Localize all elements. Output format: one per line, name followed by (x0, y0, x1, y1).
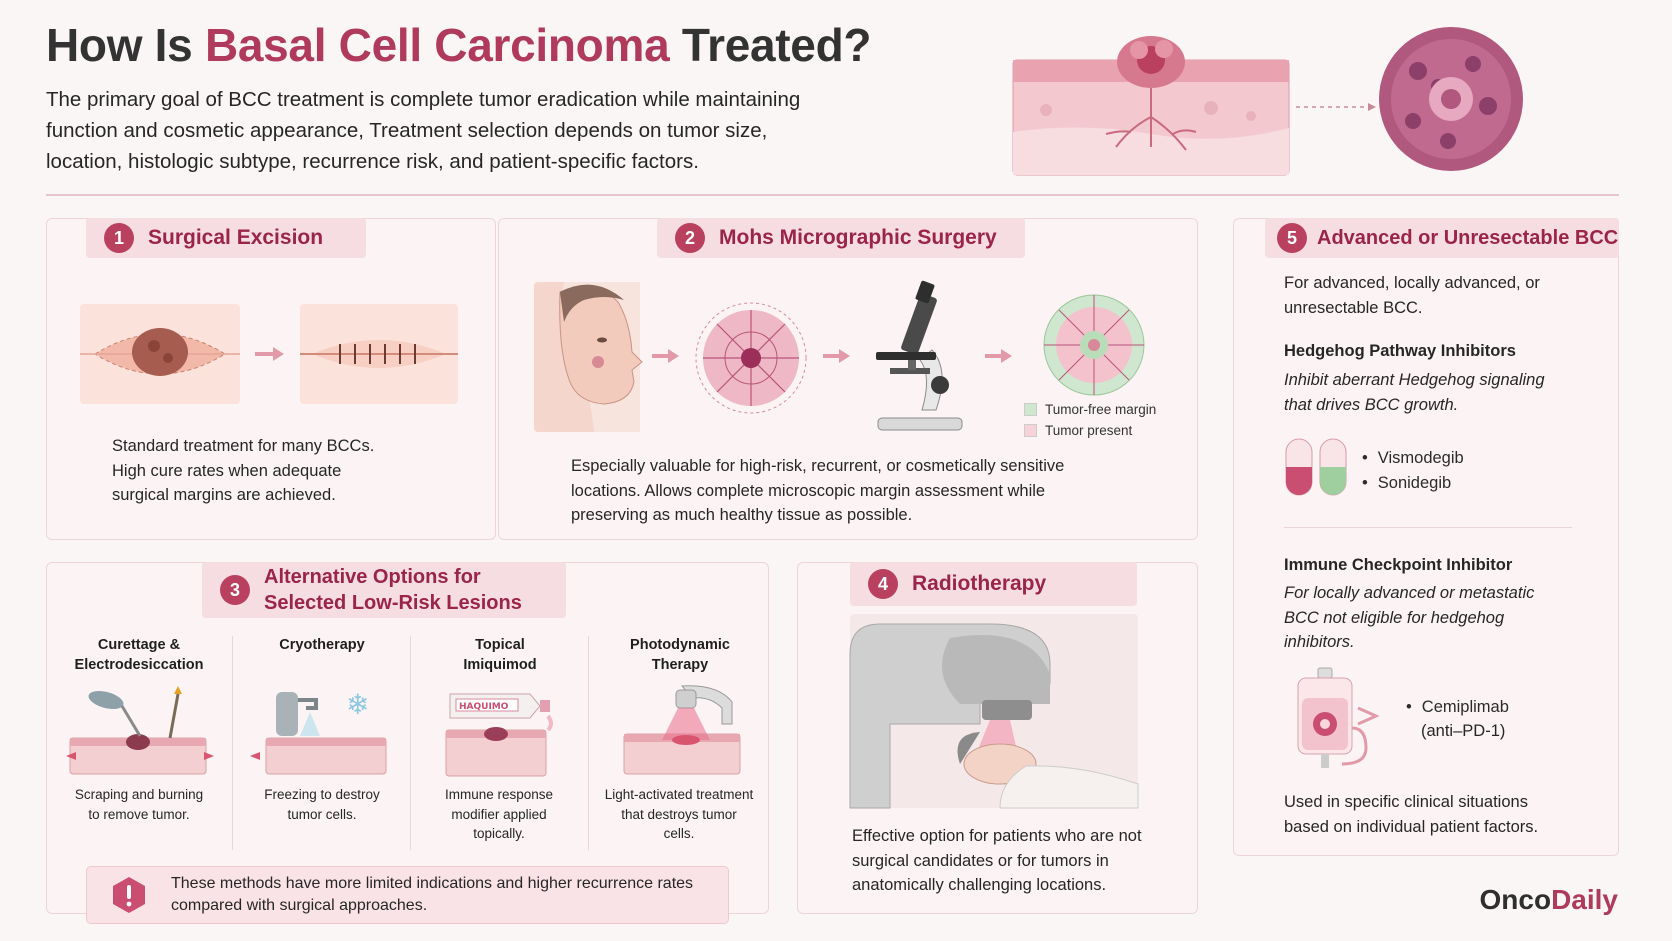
option-title: Curettage &Electrodesiccation (74, 637, 204, 673)
advanced-divider (1284, 527, 1572, 528)
hedgehog-description: Inhibit aberrant Hedgehog signaling that… (1284, 371, 1545, 414)
warning-icon (113, 877, 145, 913)
hedgehog-drug-list: Vismodegib Sonidegib (1362, 446, 1464, 495)
legend-swatch-pink (1024, 424, 1037, 437)
step-badge: 3 (220, 575, 250, 605)
step-badge: 1 (104, 223, 134, 253)
mohs-description: Especially valuable for high-risk, recur… (571, 457, 1065, 524)
advanced-title: Advanced or Unresectable BCC (1317, 226, 1619, 249)
radiotherapy-description: Effective option for patients who are no… (852, 827, 1142, 894)
svg-text:❄: ❄ (346, 688, 369, 721)
surgical-excision-title: Surgical Excision (148, 226, 324, 249)
step-badge: 5 (1277, 223, 1307, 253)
tube-label: HAQUIMO (459, 702, 509, 712)
advanced-intro: For advanced, locally advanced, or unres… (1284, 274, 1540, 317)
drug-cemiplimab: Cemiplimab (1406, 695, 1509, 720)
page-title: How Is Basal Cell Carcinoma Treated? (46, 19, 872, 71)
arrow-right-icon (985, 349, 1012, 363)
option-divider (232, 636, 233, 850)
intro-text: The primary goal of BCC treatment is com… (46, 88, 801, 173)
histology-icon (1379, 27, 1523, 171)
surgical-excision-header: 1 Surgical Excision (86, 218, 366, 258)
radiotherapy-title: Radiotherapy (912, 572, 1047, 595)
mohs-header: 2 Mohs Micrographic Surgery (657, 218, 1025, 258)
legend-label: Tumor present (1045, 423, 1133, 438)
option-title: Cryotherapy (279, 637, 365, 653)
sutured-wound-icon (300, 304, 458, 404)
skin-cross-section-icon (1012, 36, 1290, 176)
brand-logo: OncoDaily (1479, 884, 1619, 915)
checkpoint-heading: Immune Checkpoint Inhibitor (1284, 556, 1513, 574)
curette-icon (66, 686, 214, 775)
radiotherapy-header: 4 Radiotherapy (850, 562, 1137, 606)
linac-icon (849, 614, 1139, 809)
checkpoint-description: For locally advanced or metastatic BCC n… (1284, 584, 1535, 651)
header-divider (46, 194, 1619, 196)
advanced-footer: Used in specific clinical situations bas… (1284, 793, 1539, 836)
legend-label: Tumor-free margin (1045, 402, 1157, 417)
arrow-right-icon (255, 347, 284, 361)
checkpoint-drug-list: Cemiplimab (1406, 695, 1509, 720)
legend-tumor-free: Tumor-free margin (1024, 402, 1156, 417)
option-divider (588, 636, 589, 850)
advanced-panel (1233, 218, 1619, 856)
arrow-right-icon (823, 349, 850, 363)
mohs-title: Mohs Micrographic Surgery (719, 226, 997, 249)
capsule-icon (1285, 438, 1347, 496)
cream-tube-icon: HAQUIMO (445, 693, 553, 777)
warning-box (86, 866, 729, 924)
mohs-map-icon (1043, 294, 1145, 396)
arrow-right-icon (652, 349, 679, 363)
warning-text: These methods have more limited indicati… (171, 875, 694, 914)
drug-sonidegib: Sonidegib (1362, 471, 1464, 496)
face-icon (534, 282, 643, 432)
legend-swatch-green (1024, 403, 1037, 416)
iv-bag-icon (1297, 667, 1380, 768)
excision-icon (80, 304, 240, 404)
cryo-device-icon: ❄ (250, 688, 387, 775)
advanced-header: 5 Advanced or Unresectable BCC (1265, 218, 1619, 258)
mohs-tissue-icon (695, 302, 807, 414)
hedgehog-heading: Hedgehog Pathway Inhibitors (1284, 342, 1516, 360)
microscope-icon (876, 280, 963, 431)
surgical-excision-description: Standard treatment for many BCCs. High c… (112, 437, 375, 504)
drug-cemiplimab-class: (anti–PD-1) (1421, 722, 1506, 740)
step-badge: 2 (675, 223, 705, 253)
step-badge: 4 (868, 569, 898, 599)
option-divider (410, 636, 411, 850)
pdt-lamp-icon (623, 685, 741, 775)
drug-vismodegib: Vismodegib (1362, 446, 1464, 471)
legend-tumor-present: Tumor present (1024, 423, 1132, 438)
arrow-dashed-icon (1296, 103, 1376, 111)
